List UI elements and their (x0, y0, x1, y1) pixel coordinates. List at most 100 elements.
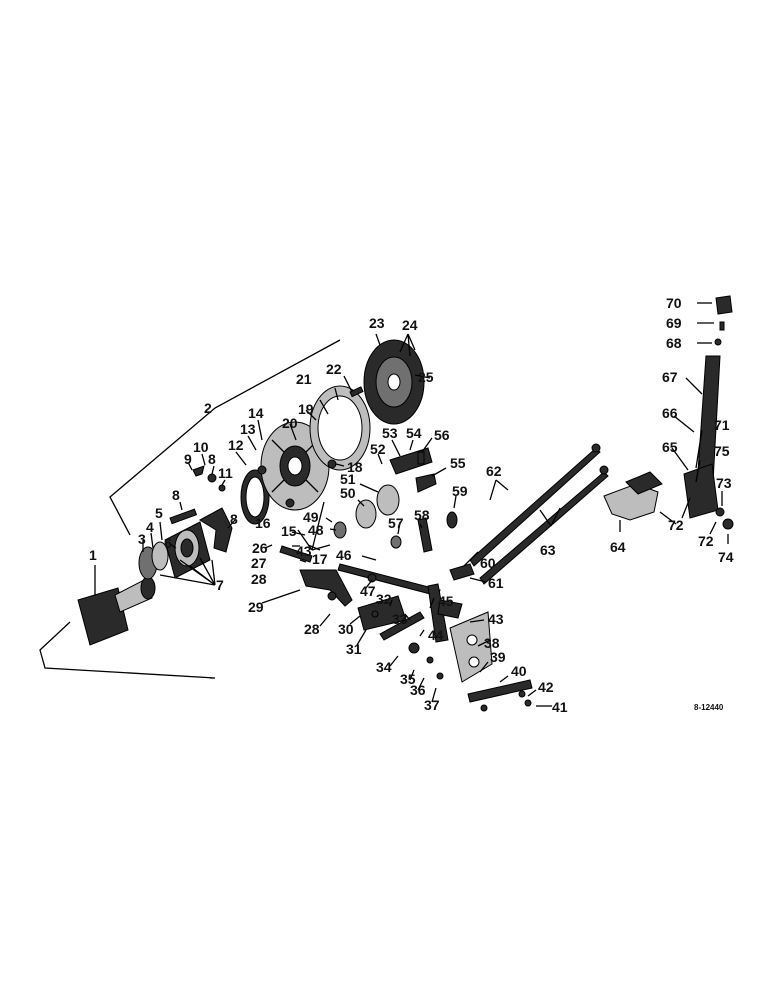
callout-26: 26 (252, 540, 268, 556)
callout-44: 44 (428, 627, 444, 643)
callout-23: 23 (369, 315, 385, 331)
callout-20: 20 (282, 415, 298, 431)
callout-28b: 28 (304, 621, 320, 637)
arm-part-29 (299, 569, 353, 607)
callout-51: 51 (340, 471, 356, 487)
callout-27: 27 (251, 555, 267, 571)
backing-plate-part-21 (309, 385, 371, 471)
callout-18: 18 (347, 459, 363, 475)
pin-part-28 (327, 591, 337, 601)
callout-4: 4 (146, 519, 154, 535)
callout-65: 65 (662, 439, 678, 455)
callout-17: 17 (312, 551, 328, 567)
collar-part-50 (355, 499, 377, 529)
callout-21: 21 (296, 371, 312, 387)
callout-40: 40 (511, 663, 527, 679)
callout-28a: 28 (251, 571, 267, 587)
callout-60: 60 (480, 555, 496, 571)
fork-part-8 (199, 507, 233, 553)
callout-67: 67 (662, 369, 678, 385)
bolt-part-56 (417, 451, 425, 465)
callout-74: 74 (718, 549, 734, 565)
spring-part-58 (417, 517, 433, 553)
callout-64: 64 (610, 539, 626, 555)
callout-3: 3 (138, 531, 146, 547)
washer-part-42 (518, 690, 526, 698)
pin-part-68 (714, 338, 722, 346)
pin-part-47 (367, 573, 377, 583)
callout-35: 35 (400, 671, 416, 687)
callout-31: 31 (346, 641, 362, 657)
callout-57: 57 (388, 515, 404, 531)
callout-50: 50 (340, 485, 356, 501)
spring-part-13 (257, 465, 267, 475)
callout-47: 47 (360, 583, 376, 599)
callout-43a: 43 (296, 543, 312, 559)
pin-part-9 (192, 465, 205, 477)
callout-1: 1 (89, 547, 97, 563)
callout-59: 59 (452, 483, 468, 499)
callout-22: 22 (326, 361, 342, 377)
bolt-part-16 (285, 498, 295, 508)
callout-34: 34 (376, 659, 392, 675)
callout-30: 30 (338, 621, 354, 637)
clevis-part-45 (437, 599, 463, 619)
nut-part-74 (722, 518, 734, 530)
callout-29: 29 (248, 599, 264, 615)
figure-code: 8-12440 (694, 703, 724, 712)
callout-62: 62 (486, 463, 502, 479)
spring-part-33 (379, 611, 425, 641)
callout-6: 6 (164, 535, 172, 551)
bracket-part-38 (449, 611, 493, 683)
washer-part-11 (218, 484, 226, 492)
callout-36: 36 (410, 682, 426, 698)
callout-68: 68 (666, 335, 682, 351)
callout-71: 71 (714, 417, 730, 433)
rod-part-63 (479, 471, 609, 585)
callout-15: 15 (281, 523, 297, 539)
pin-part-8 (169, 508, 198, 525)
leader-lines (94, 302, 729, 707)
knob-part-70 (715, 295, 733, 315)
lever-bracket-part-66 (683, 463, 719, 519)
nut-part-35 (408, 642, 420, 654)
callout-33: 33 (392, 611, 408, 627)
callout-53: 53 (382, 425, 398, 441)
pin-part-37 (436, 672, 444, 680)
callout-49: 49 (303, 509, 319, 525)
callout-66: 66 (662, 405, 678, 421)
callout-56: 56 (434, 427, 450, 443)
callout-54: 54 (406, 425, 422, 441)
callout-58: 58 (414, 507, 430, 523)
callout-2: 2 (204, 400, 212, 416)
link-part-40 (467, 679, 533, 703)
callout-69: 69 (666, 315, 682, 331)
callout-48: 48 (308, 522, 324, 538)
callout-39: 39 (490, 649, 506, 665)
shaft-part-27 (279, 545, 313, 563)
pin-part-39b (480, 704, 488, 712)
rod-part-62 (469, 447, 601, 567)
callout-7: 7 (216, 577, 224, 593)
callout-9: 9 (184, 451, 192, 467)
callout-24: 24 (402, 317, 418, 333)
pin-part-31 (371, 610, 379, 618)
callout-41: 41 (552, 699, 568, 715)
callout-37: 37 (424, 697, 440, 713)
lever-part-54 (389, 447, 433, 475)
callout-52: 52 (370, 441, 386, 457)
washer-part-72 (715, 507, 725, 517)
clutch-disc-part-25 (363, 339, 425, 425)
ring-part-4 (151, 541, 169, 571)
callout-8c: 8 (230, 511, 238, 527)
bracket-part-55 (415, 473, 437, 493)
callout-75: 75 (714, 443, 730, 459)
callout-12: 12 (228, 437, 244, 453)
callout-70: 70 (666, 295, 682, 311)
bearing-part-51 (376, 484, 400, 516)
callout-72b: 72 (698, 533, 714, 549)
callout-5: 5 (155, 505, 163, 521)
callout-16: 16 (255, 515, 271, 531)
